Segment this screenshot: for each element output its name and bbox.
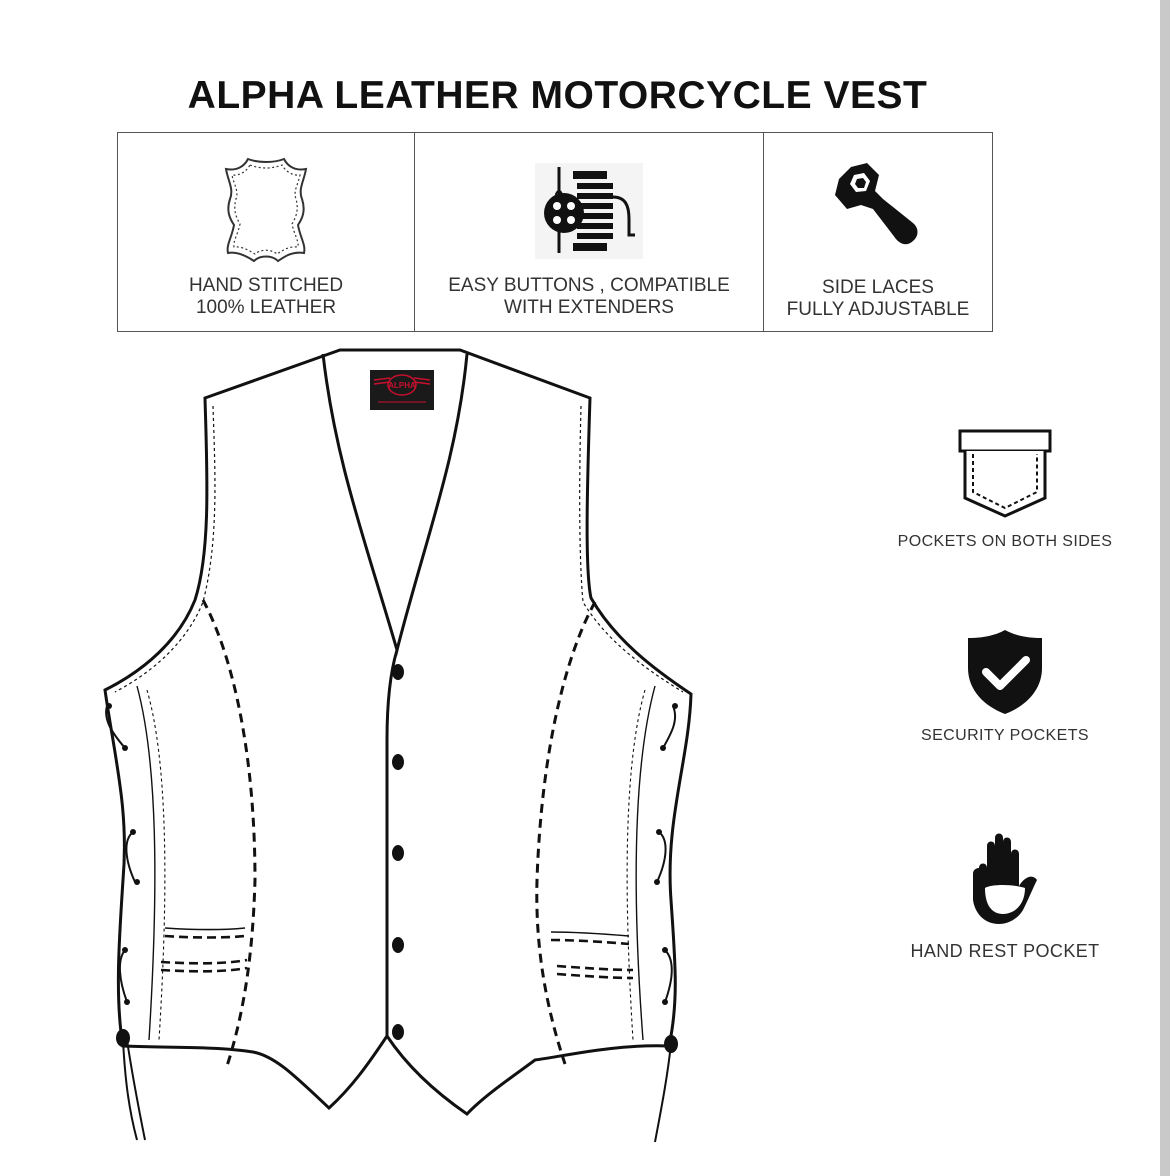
brand-label: ALPHA <box>370 370 434 410</box>
hand-icon <box>973 833 1037 924</box>
vest-outline <box>103 348 693 1116</box>
side-feature-label: HAND REST POCKET <box>910 941 1100 961</box>
brand-label-text: ALPHA <box>388 381 416 390</box>
vest-button <box>392 1024 404 1040</box>
feature-label-line1: SIDE LACES <box>822 277 934 298</box>
right-pocket-welt <box>550 931 630 937</box>
feature-label-line2: FULLY ADJUSTABLE <box>786 299 970 320</box>
sewing-button-icon <box>535 163 643 259</box>
vest-button <box>392 754 404 770</box>
feature-buttons: EASY BUTTONS , COMPATIBLE WITH EXTENDERS <box>415 133 764 331</box>
vest-illustration: ALPHA <box>103 348 693 1143</box>
vest-button <box>392 937 404 953</box>
feature-leather: HAND STITCHED 100% LEATHER <box>118 133 415 331</box>
feature-label-line1: EASY BUTTONS , COMPATIBLE <box>448 275 730 296</box>
feature-label-line1: HAND STITCHED <box>188 275 344 296</box>
left-pocket-welt <box>164 927 246 931</box>
leather-hide-icon <box>224 157 308 263</box>
vest-button <box>392 664 404 680</box>
feature-strip: HAND STITCHED 100% LEATHER EASY BUTTONS … <box>117 132 993 332</box>
side-feature-hand-rest: HAND REST POCKET <box>880 828 1130 962</box>
wrench-icon <box>835 163 918 245</box>
shield-check-icon <box>968 630 1042 714</box>
feature-laces: SIDE LACES FULLY ADJUSTABLE <box>764 133 992 331</box>
side-feature-pockets: POCKETS ON BOTH SIDES <box>880 428 1130 551</box>
pocket-icon <box>958 429 1052 518</box>
page-title: ALPHA LEATHER MOTORCYCLE VEST <box>187 74 928 117</box>
feature-label-line2: WITH EXTENDERS <box>504 297 674 318</box>
page-edge-bar <box>1160 0 1170 1176</box>
side-feature-label: POCKETS ON BOTH SIDES <box>897 533 1113 550</box>
side-feature-label: SECURITY POCKETS <box>921 727 1089 744</box>
vest-placket <box>385 649 399 1036</box>
side-feature-security: SECURITY POCKETS <box>880 628 1130 745</box>
vest-button <box>392 845 404 861</box>
feature-label-line2: 100% LEATHER <box>195 297 337 318</box>
vest-buttons <box>392 664 404 1040</box>
